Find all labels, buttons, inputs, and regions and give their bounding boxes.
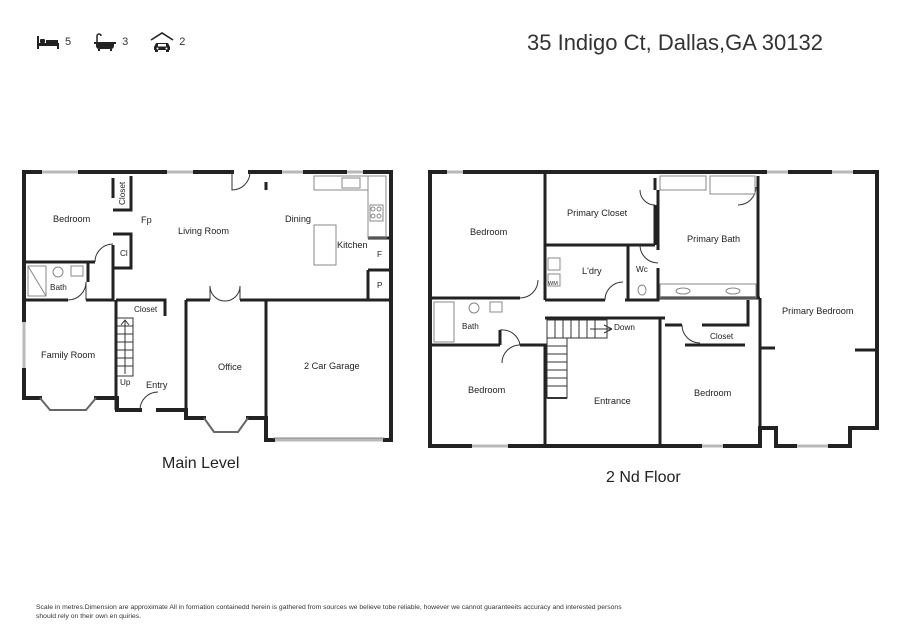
office-bay-window: [203, 417, 249, 433]
main-bedroom-label: Bedroom: [53, 214, 91, 224]
primary-bath-label: Primary Bath: [687, 234, 740, 244]
second-closet-label: Closet: [710, 332, 734, 341]
second-floor-stairs: [546, 319, 613, 399]
main-level-caption: Main Level: [162, 455, 239, 472]
second-bedroom-bottom-left-label: Bedroom: [468, 385, 506, 395]
laundry-label: L'dry: [582, 266, 602, 276]
second-floor-caption: 2 Nd Floor: [606, 469, 681, 486]
wc-label: Wc: [636, 265, 648, 274]
disclaimer: Scale in metres.Dimension are approximat…: [36, 604, 776, 621]
main-level-exterior-walls: [22, 170, 393, 442]
main-closet-label: Closet: [134, 305, 158, 314]
main-level-stairs: [116, 317, 134, 377]
main-level-windows: [22, 170, 385, 442]
baths-stat: 3: [93, 33, 128, 51]
pantry-label: P: [377, 281, 383, 290]
baths-count: 3: [122, 36, 129, 48]
garage-label: 2 Car Garage: [304, 361, 360, 371]
beds-count: 5: [65, 36, 72, 48]
property-stats: 5 3 2: [36, 30, 207, 54]
second-floor-windows: [445, 170, 855, 448]
stairs-down-label: Down: [614, 323, 635, 332]
garage-count: 2: [179, 36, 186, 48]
property-address: 35 Indigo Ct, Dallas,GA 30132: [527, 30, 823, 55]
fridge-label: F: [377, 250, 382, 259]
main-closet-vertical-label: Closet: [118, 181, 127, 205]
washer-label: WM: [548, 281, 558, 287]
office-label: Office: [218, 362, 242, 372]
second-bedroom-bottom-mid-label: Bedroom: [694, 388, 732, 398]
second-floor-exterior-walls: [428, 170, 879, 448]
fireplace-label: Fp: [141, 215, 152, 225]
floor-plans: Bedroom Closet Fp Cl Living Room Dining …: [22, 170, 879, 486]
main-level-interior-walls: [24, 176, 391, 418]
main-level-doors: [67, 171, 251, 411]
family-room-bay-window: [39, 397, 97, 411]
living-room-label: Living Room: [178, 226, 229, 236]
disclaimer-line-2: should rely on their own en quiries.: [36, 612, 142, 620]
second-floor-interior-walls: [430, 172, 877, 446]
entrance-label: Entrance: [594, 396, 631, 406]
bathtub-icon: [94, 33, 117, 51]
dining-label: Dining: [285, 214, 311, 224]
second-floor-doors: [499, 186, 757, 364]
main-bath-fixtures: [27, 265, 84, 297]
family-room-label: Family Room: [41, 350, 95, 360]
second-floor-fixtures: [433, 175, 757, 343]
beds-stat: 5: [36, 34, 71, 50]
disclaimer-line-1: Scale in metres.Dimension are approximat…: [36, 604, 622, 611]
garage-car-icon: [150, 32, 174, 52]
kitchen-label: Kitchen: [337, 240, 368, 250]
kitchen-fixtures: [313, 175, 387, 266]
second-floor-plan: Bedroom Primary Closet Primary Bath L'dr…: [428, 170, 879, 486]
main-level-plan: Bedroom Closet Fp Cl Living Room Dining …: [22, 170, 393, 472]
coat-closet-label: Cl: [120, 249, 128, 258]
stairs-up-label: Up: [120, 378, 131, 387]
entry-label: Entry: [146, 380, 168, 390]
garage-stat: 2: [150, 32, 185, 52]
second-bath-label: Bath: [462, 322, 479, 331]
primary-closet-label: Primary Closet: [567, 208, 628, 218]
second-bedroom-top-label: Bedroom: [470, 227, 508, 237]
main-bath-label: Bath: [50, 283, 67, 292]
bed-icon: [37, 36, 59, 49]
primary-bedroom-label: Primary Bedroom: [782, 306, 854, 316]
